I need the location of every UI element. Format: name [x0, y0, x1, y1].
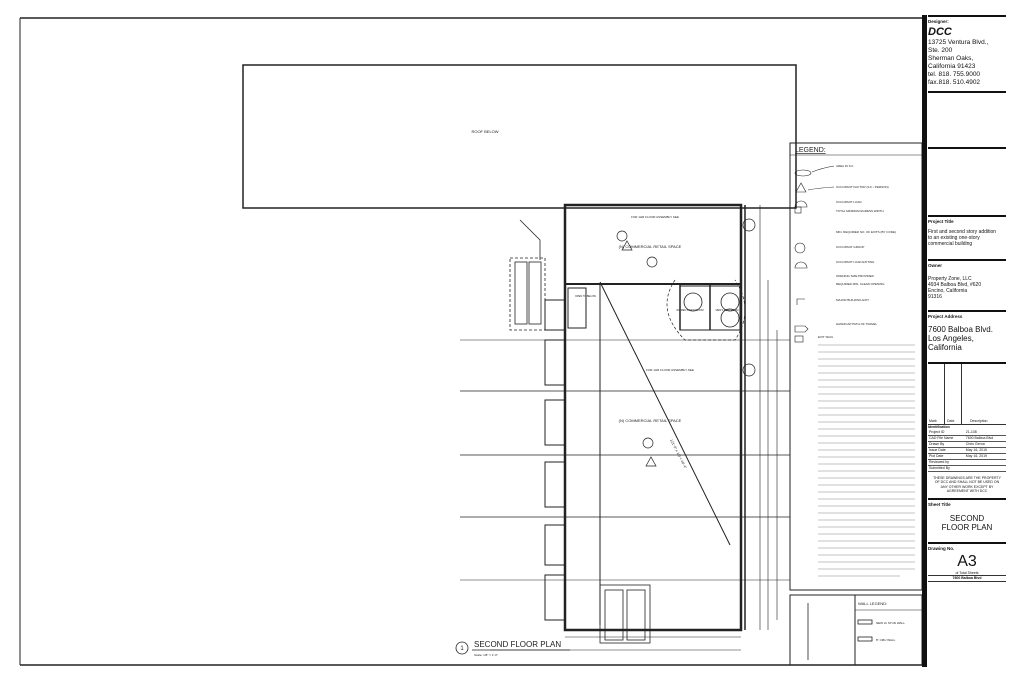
wall-legend-box: [789, 594, 923, 666]
floor-assembly-note: FOR 1HR FLOOR ASSEMBLY SEE: [646, 368, 694, 372]
plan-title-marker: [455, 641, 469, 655]
svg-text:MAJOR BUILDING EXIT: MAJOR BUILDING EXIT: [836, 298, 869, 302]
wall-legend-item: NEW 2x STUD WALL: [876, 621, 905, 625]
plan-title: SECOND FLOOR PLAN: [474, 640, 561, 649]
legend-symbols: [794, 165, 835, 343]
svg-text:REQUIRED MIN. CLEAR OPENING: REQUIRED MIN. CLEAR OPENING: [836, 282, 885, 286]
roof-label: ROOF BELOW: [471, 129, 498, 134]
svg-text:TOTAL MINIMUM EGRESS WIDTH: TOTAL MINIMUM EGRESS WIDTH: [836, 209, 884, 213]
drawing-no-label: Drawing No.: [928, 545, 955, 551]
open-to-below-note: OPEN TO BELOW: [575, 295, 597, 298]
diagonal-dimension: [599, 281, 731, 546]
restroom-label-men: MEN'S RESTROOM: [716, 309, 739, 312]
floor-assembly-note: FOR 1HR FLOOR ASSEMBLY SEE: [631, 215, 679, 219]
sheet-title-label: Sheet Title: [928, 501, 951, 507]
room-label-lower: (N) COMMERCIAL RETAIL SPACE: [619, 418, 682, 423]
balconies: [544, 287, 587, 621]
svg-text:MIN. REQUIRED NO. OF EXITS (BY: MIN. REQUIRED NO. OF EXITS (BY CODE): [836, 230, 896, 234]
roof-outline: [242, 64, 797, 209]
legend-items: AREA IN S.F. OCCUPANT FACTOR (S.F. / PER…: [818, 164, 896, 339]
drawing-sub: of Total Sheets: [955, 570, 979, 575]
svg-text:AREA IN S.F.: AREA IN S.F.: [836, 164, 854, 168]
info-label: Identification: [928, 425, 950, 429]
project-address: 7600 Balboa Blvd.Los Angeles, California: [928, 325, 993, 352]
stair-left-upper: [509, 257, 546, 331]
svg-text:OPENING SIZE PROVIDED: OPENING SIZE PROVIDED: [836, 274, 875, 278]
wall-legend-title: WALL LEGEND:: [858, 601, 887, 606]
owner-label: Owner: [928, 263, 943, 268]
wall-legend-item: 8" CMU WALL: [876, 638, 896, 642]
legend-title: LEGEND:: [795, 147, 826, 154]
project-address-label: Project Address: [928, 314, 963, 319]
svg-text:OCCUPANT GROUP: OCCUPANT GROUP: [836, 245, 864, 249]
general-notes: [818, 344, 915, 577]
svg-text:OCCUPANT FACTOR (S.F. / PERSON: OCCUPANT FACTOR (S.F. / PERSON): [836, 185, 889, 189]
stair-bottom: [599, 584, 651, 644]
copyright-notice: THESE DRAWINGS ARE THE PROPERTY OF DCC A…: [933, 475, 1001, 494]
room-label-upper: (N) COMMERCIAL RETAIL SPACE: [619, 244, 682, 249]
sheet-title: SECOND FLOOR PLAN: [941, 513, 993, 532]
plan-scale: Scale: 1/8" = 1'-0": [474, 653, 498, 657]
project-title-label: Project Title: [928, 219, 954, 224]
svg-text:HANDICAP PATH OF TRAVEL: HANDICAP PATH OF TRAVEL: [836, 322, 877, 326]
svg-text:OCCUPANT LOAD: OCCUPANT LOAD: [836, 200, 862, 204]
revision-table: Mark Date Description: [928, 364, 1006, 424]
restrooms: [679, 285, 741, 331]
plan-title-number: 1: [460, 646, 464, 652]
svg-text:OCCUPANT LOAD EXITING: OCCUPANT LOAD EXITING: [836, 260, 875, 264]
title-block-bar: [922, 15, 927, 667]
drawing-number: A3: [957, 552, 977, 570]
designer-label: Designer:: [928, 19, 949, 24]
designer-address: 13725 Ventura Blvd.,Ste. 200 Sherman Oak…: [928, 39, 989, 86]
drawing-footer: 7600 Balboa Blvd: [952, 576, 982, 580]
title-block: Designer: DCC 13725 Ventura Blvd.,Ste. 2…: [928, 15, 1006, 667]
designer-name: DCC: [928, 26, 952, 38]
svg-text:EXIT SIGN: EXIT SIGN: [818, 335, 833, 339]
restroom-label-women: WOMEN'S RESTROOM: [676, 309, 703, 312]
project-title: First and second story addition to an ex…: [928, 229, 997, 247]
